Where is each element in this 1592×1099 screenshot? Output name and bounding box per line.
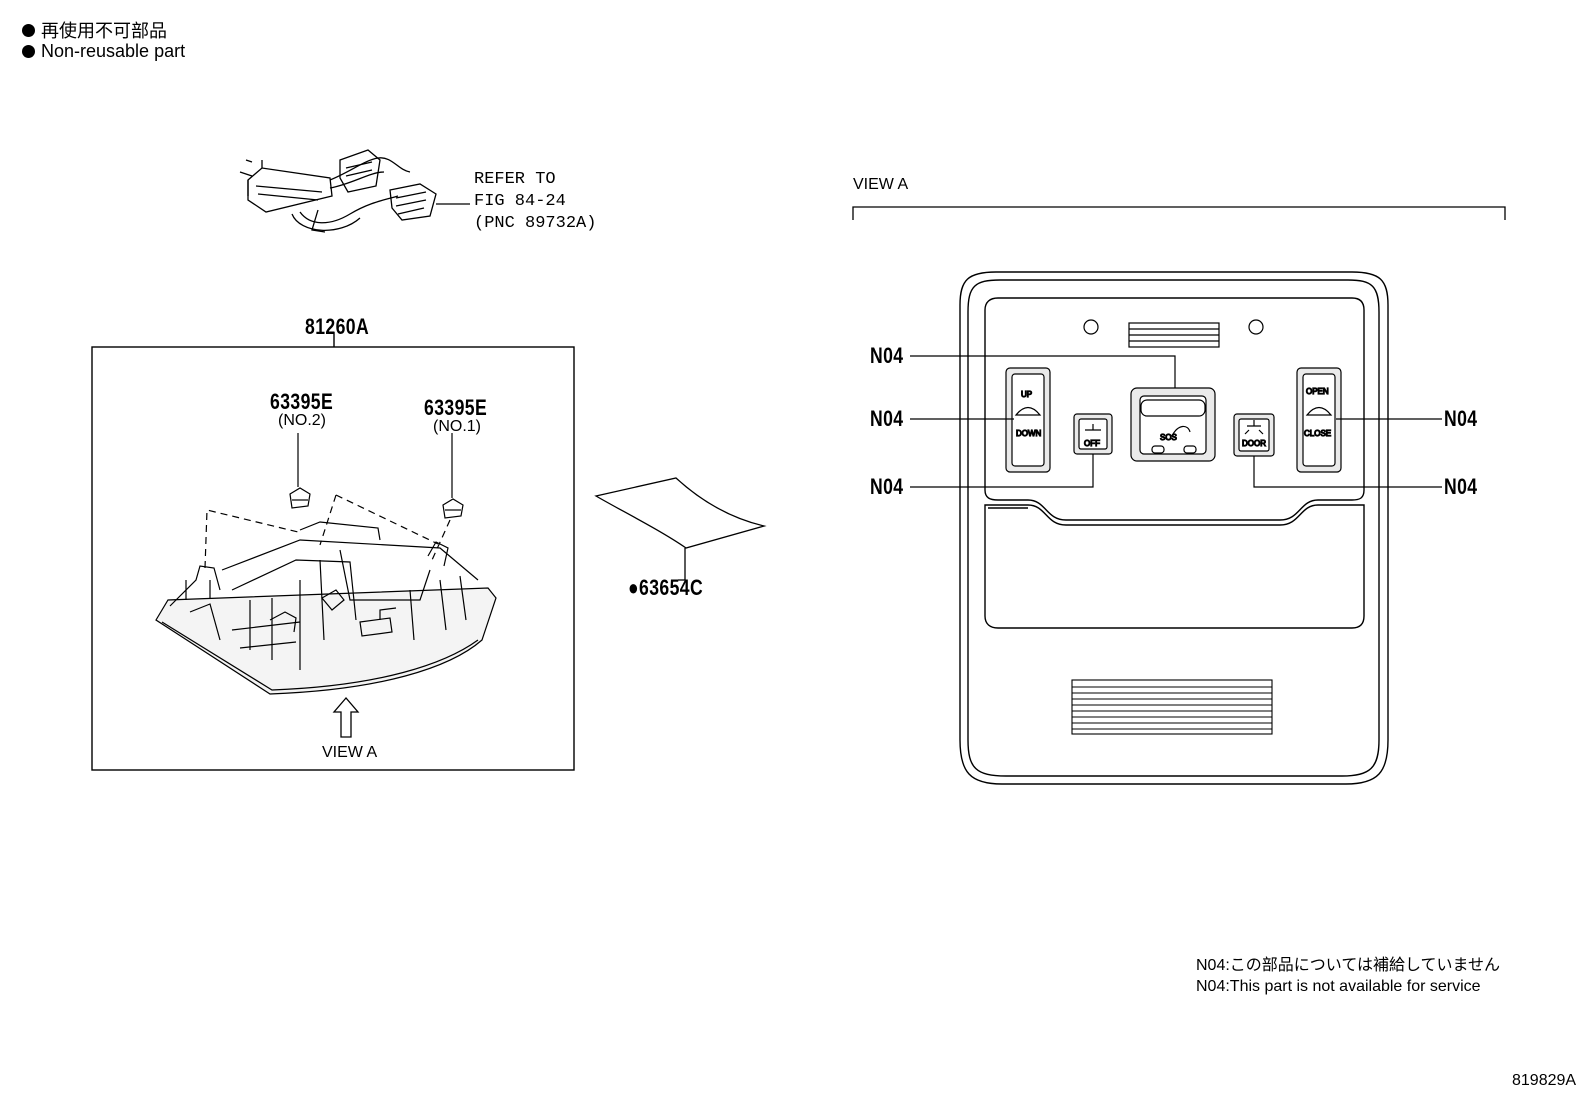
sunroof-slide-switch: OPEN CLOSE — [1296, 367, 1342, 473]
clip-63395E-no2-illustration — [289, 487, 311, 509]
sos-phone-icon — [1171, 425, 1191, 437]
sos-module: SOS — [1130, 387, 1216, 462]
footnote-jp: N04:この部品については補給していません — [1196, 957, 1501, 974]
view-a-title: VIEW A — [853, 176, 909, 193]
speaker-grille-icon — [1071, 679, 1273, 735]
door-light-icon — [1244, 420, 1264, 435]
legend-jp-text: 再使用不可部品 — [41, 21, 167, 41]
n04-leader-lines — [910, 355, 1442, 488]
assembly-81260A-group — [91, 332, 575, 771]
sunroof-icon — [1014, 406, 1042, 416]
n04-callout-door-button: N04 — [1444, 474, 1478, 499]
off-button-label: OFF — [1084, 439, 1100, 448]
sos-label: SOS — [1160, 433, 1177, 442]
overhead-console-illustration — [155, 521, 497, 695]
legend-nonreusable-en: Non-reusable part — [22, 41, 185, 62]
part-63395E-no2-label: 63395E — [270, 389, 334, 414]
part-63395E-no2-sub: (NO.2) — [278, 412, 326, 429]
wire-harness-illustration — [239, 149, 470, 233]
figure-code: 819829A — [1512, 1072, 1577, 1089]
part-63395E-no1-label: 63395E — [424, 395, 488, 420]
footnote-en: N04:This part is not available for servi… — [1196, 978, 1481, 995]
sunroof-tilt-switch: UP DOWN — [1005, 367, 1051, 473]
part-63654C-label: ●63654C — [628, 575, 704, 600]
sunroof-icon — [1305, 406, 1333, 416]
n04-callout-slide-switch: N04 — [1444, 406, 1478, 431]
door-button-label: DOOR — [1242, 439, 1266, 448]
n04-callout-sos: N04 — [870, 343, 904, 368]
wiring-ref-line3: (PNC 89732A) — [474, 214, 597, 233]
switch-close-label: CLOSE — [1304, 429, 1331, 438]
view-a-arrow-label: VIEW A — [322, 744, 378, 761]
dome-light-icon — [1085, 424, 1101, 431]
switch-open-label: OPEN — [1306, 387, 1329, 396]
console-panel-outline — [959, 271, 1389, 785]
switch-up-label: UP — [1021, 390, 1032, 399]
legend-nonreusable-jp: 再使用不可部品 — [22, 17, 167, 43]
n04-callout-off-button: N04 — [870, 474, 904, 499]
led-left-icon — [1083, 319, 1099, 335]
part-81260A-label: 81260A — [305, 314, 370, 339]
part-63395E-no1-sub: (NO.1) — [433, 418, 481, 435]
sheet-63654C-illustration — [594, 477, 767, 581]
wiring-ref-line2: FIG 84-24 — [474, 192, 566, 211]
dome-off-button: OFF — [1073, 413, 1113, 455]
wiring-ref-line1: REFER TO — [474, 170, 556, 189]
nonreusable-bullet-icon — [22, 23, 35, 37]
nonreusable-bullet-icon — [22, 45, 35, 58]
view-a-bracket — [852, 206, 1506, 220]
n04-callout-tilt-switch: N04 — [870, 406, 904, 431]
led-right-icon — [1248, 319, 1264, 335]
switch-down-label: DOWN — [1016, 429, 1042, 438]
legend-en-text: Non-reusable part — [41, 41, 186, 61]
clip-alignment-dashes — [204, 494, 451, 569]
door-light-button: DOOR — [1233, 413, 1275, 457]
clip-63395E-no1-illustration — [442, 498, 464, 519]
view-a-arrow-icon — [332, 697, 360, 738]
console-top-features — [1083, 319, 1264, 348]
